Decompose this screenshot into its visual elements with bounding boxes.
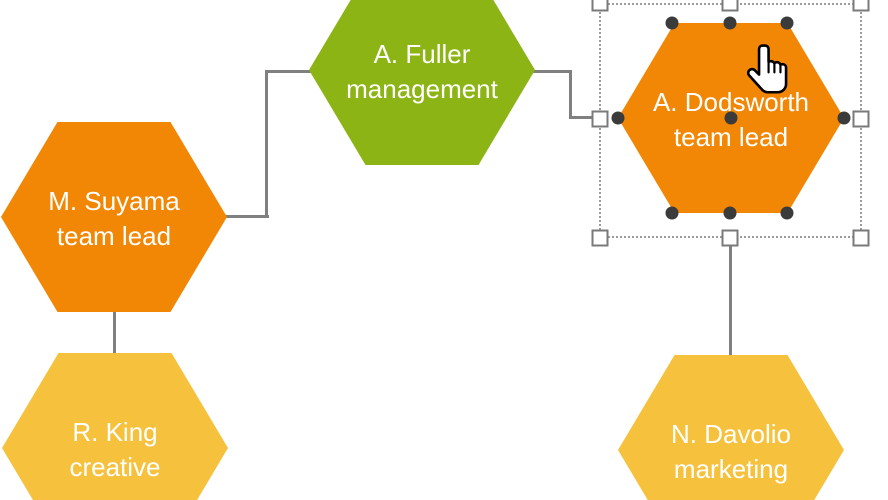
node-fuller[interactable]: A. Fuller management xyxy=(309,0,535,165)
node-role: team lead xyxy=(56,221,172,251)
selection-handle-top-right[interactable] xyxy=(852,0,870,12)
selection-handle-mid-right[interactable] xyxy=(852,110,870,128)
selection-handle-bottom-left[interactable] xyxy=(591,229,609,247)
selection-handle-top-mid[interactable] xyxy=(721,0,739,12)
connection-point[interactable] xyxy=(723,16,737,30)
connector-segment[interactable] xyxy=(265,70,268,218)
connector-segment[interactable] xyxy=(224,215,269,218)
connection-point[interactable] xyxy=(837,111,851,125)
node-name: M. Suyama xyxy=(48,186,180,216)
connection-point[interactable] xyxy=(665,206,679,220)
selection-handle-top-left[interactable] xyxy=(591,0,609,12)
selection-handle-bottom-mid[interactable] xyxy=(721,229,739,247)
connector-segment[interactable] xyxy=(265,70,311,73)
selection-handle-mid-left[interactable] xyxy=(591,110,609,128)
connection-point[interactable] xyxy=(724,111,738,125)
node-king[interactable]: R. King creative xyxy=(2,353,228,500)
selection-handle-bottom-right[interactable] xyxy=(852,229,870,247)
connector-segment[interactable] xyxy=(533,70,572,73)
node-label: N. Davolio marketing xyxy=(671,413,791,487)
node-label: M. Suyama team lead xyxy=(48,180,180,254)
node-role: creative xyxy=(69,452,161,482)
node-name: A. Fuller xyxy=(373,39,471,69)
connector-segment[interactable] xyxy=(569,116,602,119)
node-label: A. Fuller management xyxy=(346,33,498,107)
connection-point[interactable] xyxy=(780,16,794,30)
node-role: marketing xyxy=(673,454,789,484)
node-role: management xyxy=(346,74,498,104)
node-name: R. King xyxy=(72,417,158,447)
connection-point[interactable] xyxy=(723,206,737,220)
connector-segment[interactable] xyxy=(113,312,116,354)
node-name: N. Davolio xyxy=(671,419,791,449)
connector-segment[interactable] xyxy=(729,240,732,355)
cursor-hand-pointer-icon xyxy=(746,43,792,102)
connection-point[interactable] xyxy=(665,16,679,30)
connector-segment[interactable] xyxy=(569,70,572,119)
connection-point[interactable] xyxy=(780,206,794,220)
node-suyama[interactable]: M. Suyama team lead xyxy=(1,122,227,312)
connection-point[interactable] xyxy=(611,111,625,125)
node-label: R. King creative xyxy=(69,411,160,485)
node-role: team lead xyxy=(673,122,789,152)
node-davolio[interactable]: N. Davolio marketing xyxy=(618,355,844,500)
